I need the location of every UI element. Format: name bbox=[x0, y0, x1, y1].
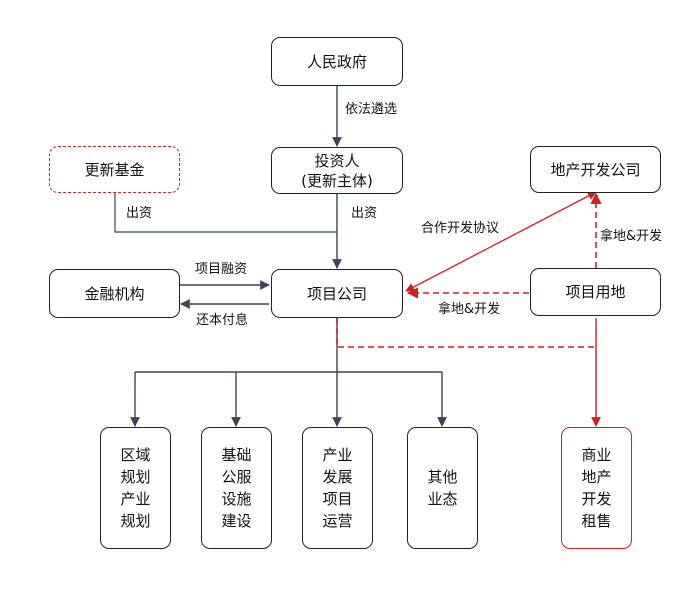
edge-cooperation bbox=[405, 191, 597, 292]
financial-institution-node: 金融机构 bbox=[49, 269, 180, 318]
regional-planning-node: 区域 规划 产业 规划 bbox=[100, 427, 171, 549]
edge-label-land-dev-up: 拿地&开发 bbox=[600, 229, 663, 244]
project-company-node: 项目公司 bbox=[271, 269, 403, 318]
renewal-fund-node: 更新基金 bbox=[49, 146, 180, 193]
project-land-node: 项目用地 bbox=[530, 268, 661, 316]
edge-label-repay: 还本付息 bbox=[196, 313, 249, 328]
edge-label-financing: 项目融资 bbox=[195, 262, 248, 277]
commercial-real-estate-node: 商业 地产 开发 租售 bbox=[561, 427, 632, 549]
infrastructure-label: 基础 公服 设施 建设 bbox=[221, 446, 252, 530]
edge-label-cooperation: 合作开发协议 bbox=[421, 221, 500, 236]
industry-operation-label: 产业 发展 项目 运营 bbox=[322, 446, 353, 530]
project-company-label: 项目公司 bbox=[306, 284, 367, 303]
investor-node: 投资人 (更新主体) bbox=[271, 147, 403, 194]
edge-label-fund-contribution: 出资 bbox=[126, 206, 153, 221]
investor-label: 投资人 (更新主体) bbox=[301, 151, 373, 190]
edge-label-land-dev-left: 拿地&开发 bbox=[438, 302, 501, 317]
industry-operation-node: 产业 发展 项目 运营 bbox=[302, 427, 373, 549]
other-business-label: 其他 业态 bbox=[427, 468, 458, 508]
edge-project-commercial-dashed bbox=[336, 318, 596, 348]
edge-label-select-by-law: 依法遴选 bbox=[345, 102, 398, 117]
other-business-node: 其他 业态 bbox=[407, 427, 478, 549]
edge-fund-project bbox=[114, 193, 337, 233]
real-estate-company-label: 地产开发公司 bbox=[550, 160, 641, 179]
renewal-fund-label: 更新基金 bbox=[84, 160, 145, 179]
regional-planning-label: 区域 规划 产业 规划 bbox=[120, 446, 151, 530]
project-land-label: 项目用地 bbox=[565, 283, 626, 301]
government-label: 人民政府 bbox=[306, 52, 367, 71]
commercial-real-estate-label: 商业 地产 开发 租售 bbox=[581, 446, 612, 530]
real-estate-company-node: 地产开发公司 bbox=[530, 146, 661, 193]
infrastructure-node: 基础 公服 设施 建设 bbox=[201, 427, 272, 549]
edge-label-investor-contribution: 出资 bbox=[351, 206, 378, 221]
government-node: 人民政府 bbox=[271, 37, 403, 86]
financial-institution-label: 金融机构 bbox=[84, 284, 145, 303]
